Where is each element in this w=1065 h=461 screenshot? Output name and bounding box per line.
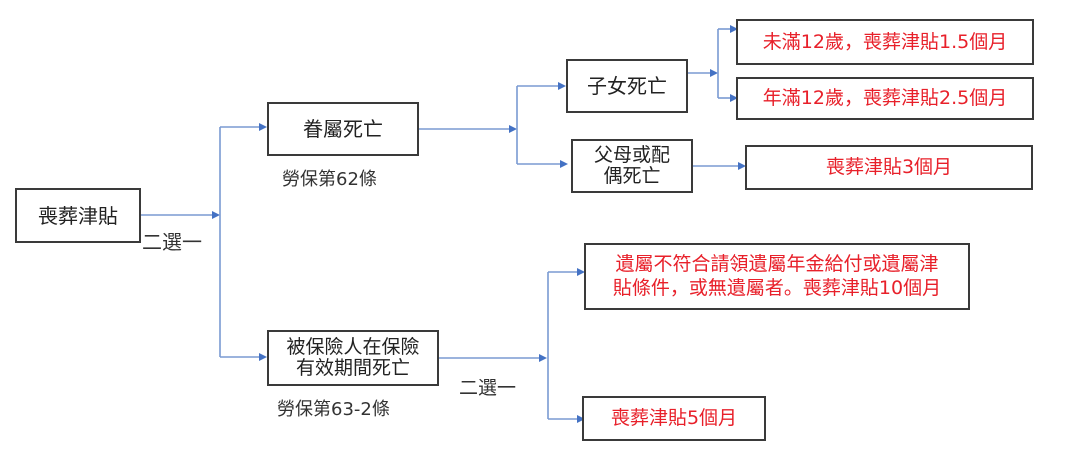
root-node-label: 喪葬津貼 [38, 203, 118, 228]
arrow-head [710, 69, 718, 77]
node-parent-spouse-line2: 偶死亡 [603, 165, 661, 187]
law-ref-62: 勞保第62條 [282, 169, 377, 190]
arrow-head [259, 123, 267, 131]
outcome-over-12: 年滿12歲，喪葬津貼2.5個月 [736, 77, 1034, 120]
arrow-head [577, 415, 585, 423]
outcome-5-months: 喪葬津貼5個月 [582, 396, 766, 441]
root-choice-label: 二選一 [142, 230, 202, 254]
arrow-head [212, 211, 220, 219]
arrow-head [730, 25, 738, 33]
arrow-head [558, 82, 566, 90]
outcome-10-months-line1: 遺屬不符合請領遺屬年金給付或遺屬津 [615, 252, 939, 275]
law-ref-63-2: 勞保第63-2條 [277, 399, 390, 420]
outcome-parent-spouse-label: 喪葬津貼3個月 [825, 156, 953, 179]
node-children-death: 子女死亡 [566, 59, 688, 113]
arrow-head [259, 353, 267, 361]
outcome-10-months: 遺屬不符合請領遺屬年金給付或遺屬津 貼條件，或無遺屬者。喪葬津貼10個月 [584, 243, 970, 310]
node-insured-death-line1: 被保險人在保險 [286, 336, 420, 359]
outcome-over-12-label: 年滿12歲，喪葬津貼2.5個月 [762, 87, 1008, 110]
node-family-death: 眷屬死亡 [267, 102, 419, 156]
node-parent-spouse-death: 父母或配 偶死亡 [571, 139, 693, 193]
node-parent-spouse-line1: 父母或配 [593, 144, 670, 167]
outcome-10-months-line2: 貼條件，或無遺屬者。喪葬津貼10個月 [612, 276, 942, 299]
node-insured-death: 被保險人在保險 有效期間死亡 [267, 330, 439, 386]
node-family-death-label: 眷屬死亡 [303, 117, 383, 141]
arrow-head [509, 125, 517, 133]
root-node-funeral-allowance: 喪葬津貼 [15, 188, 141, 243]
arrow-head [738, 162, 746, 170]
node-children-death-label: 子女死亡 [587, 74, 667, 98]
arrow-head [730, 94, 738, 102]
arrow-head [577, 268, 585, 276]
outcome-under-12-label: 未滿12歲，喪葬津貼1.5個月 [762, 30, 1008, 53]
outcome-under-12: 未滿12歲，喪葬津貼1.5個月 [736, 19, 1034, 65]
arrow-head [539, 354, 547, 362]
outcome-5-months-label: 喪葬津貼5個月 [610, 407, 738, 430]
outcome-parent-spouse: 喪葬津貼3個月 [745, 145, 1033, 190]
arrow-head [560, 160, 568, 168]
insured-choice-label: 二選一 [459, 377, 517, 399]
node-insured-death-line2: 有效期間死亡 [295, 357, 410, 379]
